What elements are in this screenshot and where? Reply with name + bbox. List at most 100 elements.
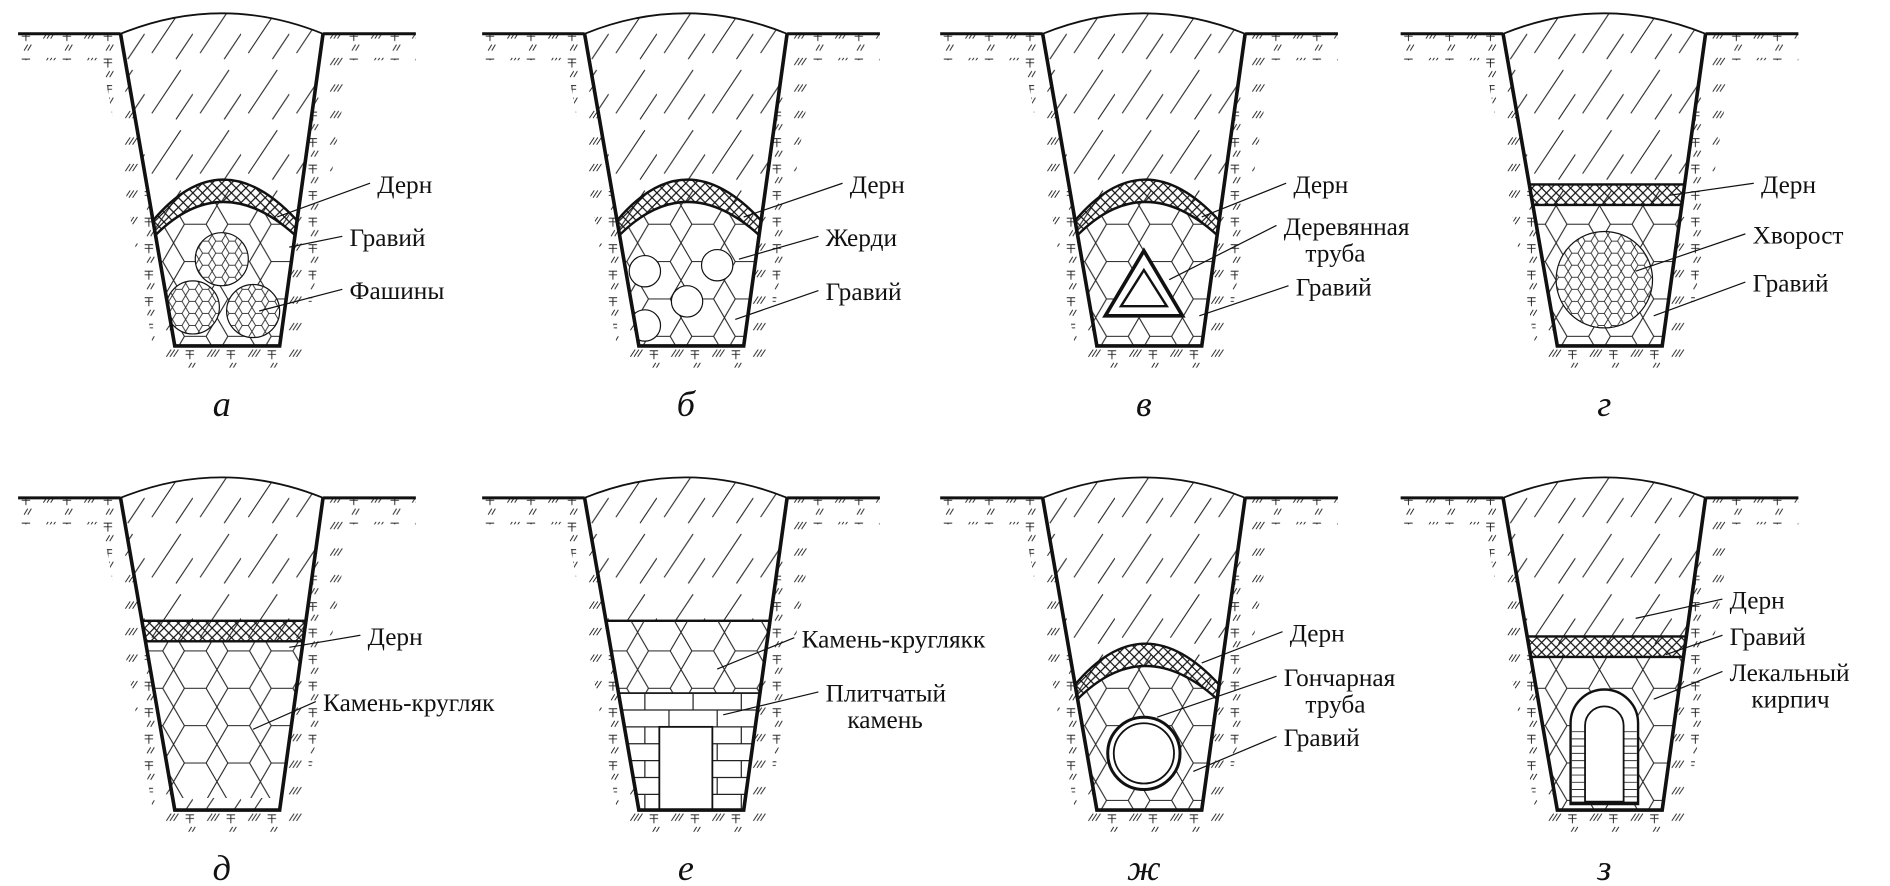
soil-hatching: [940, 33, 1338, 368]
panel-caption: б: [677, 384, 697, 424]
leader-line: [1156, 675, 1277, 718]
layer-label: Деревянная: [1284, 213, 1410, 241]
drain-channel: [658, 725, 714, 811]
fascine-rods: [195, 232, 249, 286]
fascine-rods: [226, 284, 280, 338]
leader-line: [252, 700, 317, 730]
leader-line: [1669, 182, 1754, 196]
layer-label: Камень-круглякк: [802, 625, 986, 653]
soil-hatching: [18, 497, 416, 832]
layer-label: Дерн: [1293, 171, 1348, 199]
leader-line: [277, 182, 371, 218]
leader-line: [1201, 182, 1287, 218]
pole: [670, 285, 704, 318]
layer-label: Фашины: [350, 277, 445, 305]
brushwood: [1556, 231, 1653, 328]
panel-caption: з: [1596, 848, 1611, 886]
ceramic-pipe-inner: [1112, 722, 1175, 785]
leader-line: [735, 289, 819, 321]
soil-hatching: [1400, 497, 1799, 832]
trench-wall: [118, 33, 325, 348]
layer-label: Жерди: [826, 224, 897, 252]
leader-line: [289, 235, 343, 248]
layer-label: Гравий: [826, 278, 902, 306]
layer-label: Гравий: [1730, 623, 1806, 651]
mound-surface: [120, 12, 324, 35]
leader-line: [1168, 224, 1277, 281]
trench-fill: [1042, 477, 1246, 811]
ceramic-pipe: [1106, 715, 1182, 792]
layer-label: Гравий: [1296, 273, 1372, 301]
layer-label: Гончарная: [1284, 664, 1396, 692]
layer-label: камень: [847, 706, 922, 734]
layer-label: Дерн: [1290, 619, 1345, 647]
leader-line: [1201, 631, 1283, 664]
leader-line: [716, 637, 795, 670]
leader-line: [1199, 285, 1289, 317]
layer-label: Плитчатый: [826, 680, 946, 708]
fascine-rods: [166, 280, 220, 334]
pole: [628, 254, 662, 288]
soil-hatching: [482, 497, 880, 832]
turf-layer: [1503, 183, 1706, 207]
leader-line: [1193, 735, 1277, 773]
mound-surface: [1042, 476, 1246, 499]
leader-line: [1635, 598, 1723, 619]
layer-label: Дерн: [850, 171, 905, 199]
turf-layer: [120, 619, 324, 643]
soil-hatching: [482, 33, 880, 368]
leader-line: [723, 691, 819, 716]
trench-fill: [1042, 13, 1246, 346]
layer-label: Дерн: [1730, 587, 1785, 615]
trench-wall: [1501, 497, 1708, 812]
trench-fill: [584, 13, 788, 346]
panel-caption: д: [213, 848, 231, 886]
mound-surface: [1042, 12, 1246, 35]
mound-surface: [584, 12, 788, 35]
leader-line: [743, 182, 843, 218]
trench-fill: [120, 13, 324, 346]
layer-label: Дерн: [1761, 171, 1816, 199]
soil-hatching: [18, 33, 416, 368]
layer-label: Гравий: [1753, 270, 1829, 298]
leader-line: [258, 288, 343, 312]
mound-surface: [584, 476, 788, 499]
trench-wall: [1040, 33, 1247, 348]
trench-wall: [582, 497, 789, 812]
trench-wall: [582, 33, 789, 348]
layer-label: Камень-кругляк: [323, 689, 495, 717]
leader-line: [738, 235, 819, 260]
layer-label: Гравий: [1284, 724, 1360, 752]
soil-hatching: [1400, 33, 1799, 368]
pole: [700, 248, 734, 282]
layer-label: Дерн: [377, 171, 432, 199]
panel-caption: а: [213, 384, 231, 424]
layer-label: труба: [1305, 690, 1365, 718]
panel-caption: г: [1597, 384, 1611, 424]
layer-label: труба: [1305, 240, 1365, 268]
cobble-fill: [584, 620, 788, 694]
layer-label: Лекальный: [1730, 659, 1850, 687]
arch-opening: [1584, 705, 1625, 803]
mound-surface: [1502, 12, 1706, 35]
panel-caption: е: [678, 848, 694, 886]
turf-layer: [1503, 635, 1706, 659]
layer-label: Гравий: [350, 224, 426, 252]
wooden-pipe-inner: [1118, 267, 1169, 308]
panel-caption: в: [1136, 384, 1152, 424]
trench-wall: [1501, 33, 1708, 348]
layer-label: Дерн: [368, 623, 423, 651]
leader-line: [289, 634, 361, 648]
leader-line: [1665, 634, 1723, 656]
panel-caption: ж: [1127, 848, 1161, 886]
layer-label: Хворост: [1753, 222, 1844, 250]
